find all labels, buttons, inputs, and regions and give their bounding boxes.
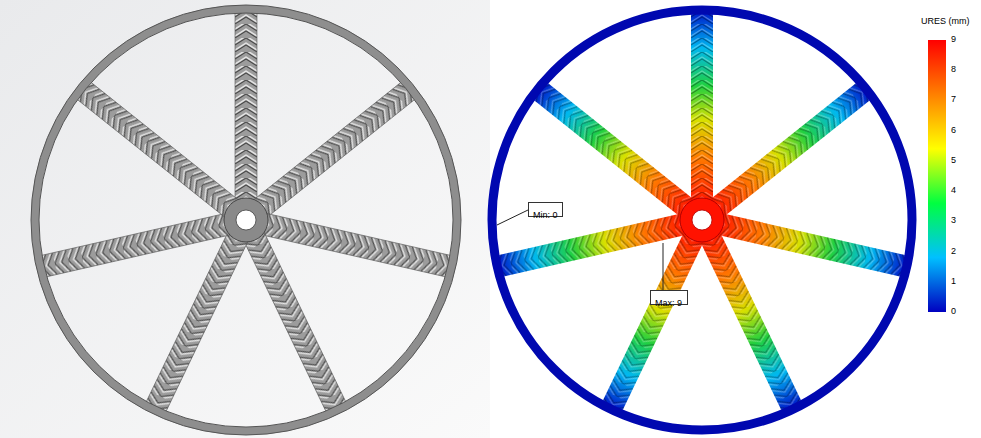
braided-spoke: [244, 231, 348, 414]
wheel-rim: [35, 9, 457, 431]
scale-tick: 5: [951, 155, 956, 166]
braided-spoke: [601, 231, 704, 414]
background-left: [0, 0, 490, 438]
hub-hole: [236, 210, 256, 230]
braided-spoke: [74, 80, 239, 218]
braided-spoke: [253, 80, 418, 218]
scale-title: URES (mm): [921, 16, 970, 27]
scale-tick: 6: [951, 125, 956, 136]
result-callout: Min: 0: [528, 202, 563, 217]
scale-tick: 2: [951, 246, 956, 257]
spoke-braid: [691, 10, 713, 202]
scale-tick: 8: [951, 64, 956, 75]
braided-spoke: [38, 213, 231, 277]
spoke-braid: [601, 231, 704, 414]
rim-edge: [31, 5, 461, 435]
callout-text: Max: 9: [655, 298, 682, 309]
scale-tick: 0: [951, 306, 956, 317]
leader-line: [497, 210, 528, 225]
spoke-body: [691, 10, 713, 202]
spoke-body: [601, 231, 704, 414]
scale-tick: 3: [951, 215, 956, 226]
spoke-braid: [709, 80, 873, 217]
color-bar: [928, 40, 946, 312]
braided-spoke: [531, 80, 695, 217]
wheel-hub: [680, 198, 724, 242]
spoke-body: [244, 231, 348, 414]
spoke-body: [531, 80, 695, 217]
spoke-body: [261, 213, 454, 277]
braided-spoke: [235, 9, 257, 202]
spoke-body: [145, 231, 249, 414]
spoke-body: [709, 80, 873, 217]
spoke-braid: [531, 80, 695, 217]
wheel-hub: [224, 198, 268, 242]
spoke-body: [700, 231, 803, 414]
spoke-body: [38, 213, 231, 277]
spoke-braid: [700, 231, 803, 414]
braided-spoke: [709, 80, 873, 217]
rim-edge: [39, 13, 453, 427]
wheel-rim: [492, 10, 912, 430]
scale-tick: 1: [951, 276, 956, 287]
braided-spoke: [700, 231, 803, 414]
hub-hole: [692, 210, 712, 230]
scale-tick: 4: [951, 185, 956, 196]
result-callout: Max: 9: [650, 290, 688, 305]
spoke-body: [253, 80, 418, 218]
wheel-model: [31, 5, 461, 435]
scale-tick: 9: [951, 34, 956, 45]
spoke-braid: [495, 213, 687, 277]
spoke-braid: [717, 213, 909, 277]
background-right: [490, 0, 981, 438]
braided-spoke: [691, 10, 713, 202]
braided-spoke: [145, 231, 249, 414]
braided-spoke: [717, 213, 909, 277]
spoke-body: [74, 80, 239, 218]
spoke-body: [235, 9, 257, 202]
braided-spoke: [261, 213, 454, 277]
braided-spoke: [495, 213, 687, 277]
wheel-result: [492, 10, 912, 430]
callout-text: Min: 0: [533, 210, 558, 221]
spoke-body: [717, 213, 909, 277]
leader-line: [663, 243, 664, 290]
scale-tick: 7: [951, 94, 956, 105]
spoke-body: [495, 213, 687, 277]
